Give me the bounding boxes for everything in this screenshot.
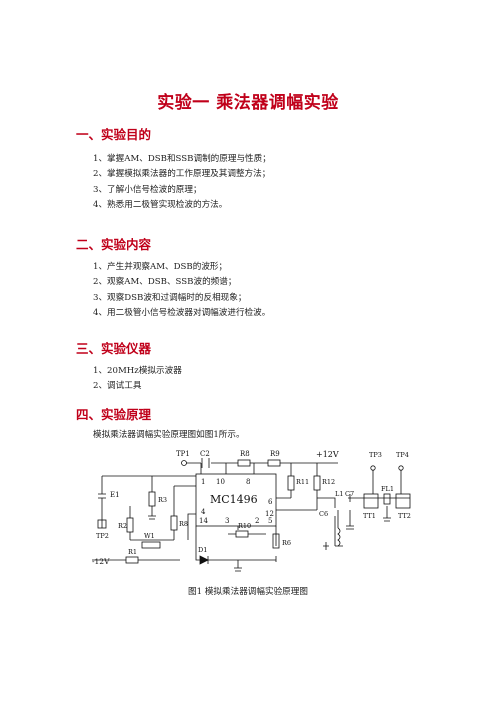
w1-label: W1	[144, 532, 155, 540]
page-title: 实验一 乘法器调幅实验	[157, 93, 339, 113]
r2-resistor-icon	[126, 517, 134, 533]
instruments-list: 1、20MHz模拟示波器 2、调试工具	[93, 364, 182, 395]
filter-wires	[363, 470, 410, 499]
r11-resistor-icon	[287, 475, 295, 491]
section-heading-principle: 四、实验原理	[76, 407, 152, 422]
content-list: 1、产生并观察AM、DSB的波形； 2、观察AM、DSB、SSB波的频谱； 3、…	[93, 260, 270, 322]
pin-label: 10	[216, 478, 225, 486]
tp1-terminal-icon	[181, 460, 187, 466]
fl1-label: FL1	[381, 485, 394, 493]
chip-label: MC1496	[210, 493, 258, 506]
d1-diode-icon	[199, 555, 209, 565]
list-item: 1、产生并观察AM、DSB的波形；	[93, 262, 228, 272]
tp4-label: TP4	[396, 451, 409, 459]
c2-capacitor-icon	[201, 458, 210, 468]
tp2-terminal-icon	[97, 519, 107, 529]
tt1-transformer-icon	[363, 493, 379, 509]
section-heading-content: 二、实验内容	[76, 237, 152, 252]
w1-potentiometer-icon	[141, 541, 161, 549]
output-wire	[317, 497, 343, 547]
tt1-label: TT1	[363, 512, 376, 520]
r6-resistor-icon	[272, 533, 280, 549]
figure-caption: 图1 模拟乘法器调幅实验原理图	[188, 587, 308, 597]
pin-label: 8	[246, 478, 250, 486]
list-item: 4、熟悉用二极管实现检波的方法。	[93, 200, 228, 211]
tp3-label: TP3	[369, 451, 382, 459]
r3-label: R3	[158, 496, 167, 504]
r3-resistor-icon	[148, 491, 156, 507]
pin4-wire	[187, 513, 196, 540]
principle-paragraph: 模拟乘法器调幅实验原理图如图1所示。	[93, 430, 245, 440]
list-item: 3、观察DSB波和过调幅时的反相现象；	[93, 292, 247, 303]
ground-icon	[383, 506, 391, 522]
circuit-diagram: MC1496 1 10 8 6 12 4 14 3 2 5 TP1 C2 R8 …	[92, 450, 411, 572]
c2-label: C2	[200, 450, 210, 458]
list-item: 1、掌握AM、DSB和SSB调制的原理与性质；	[93, 154, 271, 164]
list-item: 3、了解小信号检波的原理；	[93, 184, 202, 195]
r8-resistor-icon	[237, 459, 251, 467]
ground-icon	[234, 560, 242, 572]
tp1-label: TP1	[176, 450, 190, 458]
r1-resistor-icon	[125, 556, 139, 564]
tt2-label: TT2	[398, 512, 411, 520]
ground-icon	[323, 542, 329, 550]
e1-label: E1	[110, 491, 120, 499]
r9-label: R9	[270, 450, 280, 458]
chip-top-wires	[200, 463, 255, 474]
r8-resistor-icon	[170, 515, 178, 531]
r12-resistor-icon	[313, 475, 321, 491]
r10-resistor-icon	[235, 530, 249, 538]
r11-r12-wires	[276, 463, 318, 511]
e1-capacitor-icon	[98, 475, 152, 528]
l1-inductor-icon	[337, 527, 341, 547]
pin-label: 4	[201, 508, 206, 516]
c7-capacitor-icon	[348, 494, 363, 502]
r10-label: R10	[238, 522, 251, 530]
pin-label: 12	[265, 510, 274, 518]
tp3-terminal-icon	[370, 465, 376, 471]
tp2-label: TP2	[96, 532, 109, 540]
list-item: 2、调试工具	[93, 381, 142, 392]
r6-label: R6	[282, 539, 291, 547]
l1-label: L1	[335, 490, 343, 498]
list-item: 2、观察AM、DSB、SSB波的频谱；	[93, 277, 237, 288]
chip-box	[195, 473, 277, 527]
pin-label: 6	[268, 498, 273, 506]
list-item: 4、用二极管小信号检波器对调幅波进行检波。	[93, 308, 271, 319]
c6-label: C6	[319, 510, 328, 518]
vee-label: -12V	[92, 557, 110, 566]
r8-top-label: R8	[240, 450, 250, 458]
r1-label: R1	[128, 548, 137, 556]
pin-label: 3	[225, 517, 229, 525]
r8-low-label: R8	[179, 520, 188, 528]
tt2-transformer-icon	[395, 493, 411, 509]
vcc-label: +12V	[316, 450, 339, 459]
pin-label: 14	[199, 517, 208, 525]
section-heading-purpose: 一、实验目的	[76, 127, 152, 142]
tp4-terminal-icon	[398, 465, 404, 471]
list-item: 2、掌握模拟乘法器的工作原理及其调整方法；	[93, 169, 271, 180]
d1-label: D1	[198, 546, 207, 554]
pin-label: 1	[201, 478, 205, 486]
pin-label: 2	[255, 517, 259, 525]
r2-label: R2	[118, 522, 127, 530]
section-heading-instruments: 三、实验仪器	[76, 341, 152, 356]
fl1-filter-icon	[383, 493, 391, 505]
c7-label: C7	[345, 490, 354, 498]
list-item: 1、20MHz模拟示波器	[93, 366, 182, 376]
c6-capacitor-icon	[346, 510, 354, 530]
r9-resistor-icon	[267, 459, 281, 467]
purpose-list: 1、掌握AM、DSB和SSB调制的原理与性质； 2、掌握模拟乘法器的工作原理及其…	[93, 152, 271, 214]
bottom-rail-wire	[92, 526, 277, 562]
r12-label: R12	[322, 478, 335, 486]
r2-r8-wires	[129, 486, 175, 541]
r10-wires	[228, 526, 266, 535]
r3-wires	[148, 475, 196, 520]
r11-label: R11	[296, 478, 309, 486]
pin-label: 5	[268, 517, 272, 525]
